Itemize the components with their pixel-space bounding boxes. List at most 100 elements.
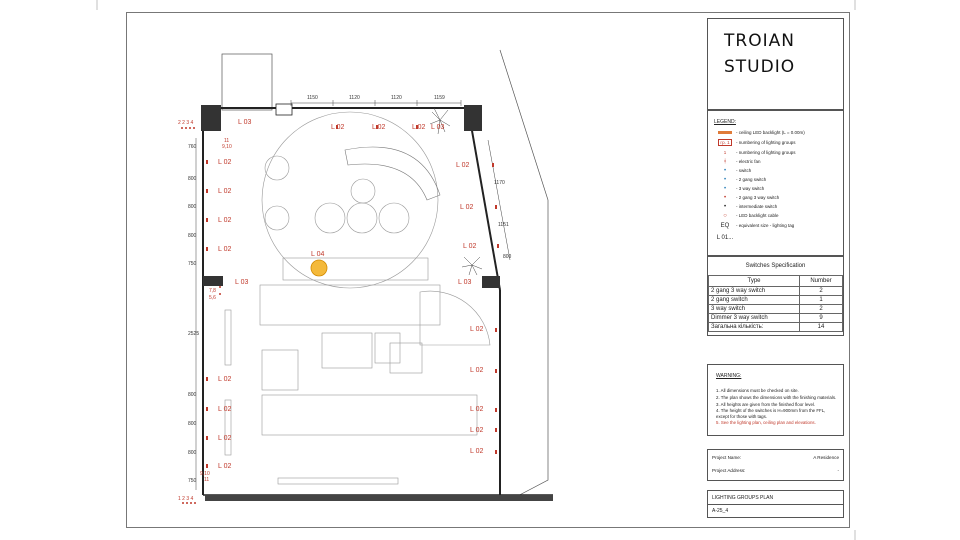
warning-line: 4. The height of the switches is H=900mm… [716,408,826,413]
top-dim-2: 1120 [349,95,360,101]
warning-line: 3. All heights are given from the finish… [716,402,816,407]
label-l02-right-1: L 02 [456,162,469,169]
column-tl [201,105,221,131]
spec-col-type: Type [708,275,800,287]
column-mr [482,276,500,288]
l01-icon: L 01... [716,234,734,241]
label-l02-top-1: L 02 [331,124,344,131]
label-l02-bottom-left-2: L 02 [218,406,231,413]
tag-bottom-left-c: 1 2 3 4 [178,496,194,502]
project-name-row: Project Name: A Residence [712,455,839,460]
project-name-value: A Residence [813,455,839,460]
tag-bottom-left-b: 11 [204,477,209,483]
warning-line: except for those with tags. [716,414,768,419]
tag-top-left-c: 9,10 [222,144,232,150]
legend-item: EQ - equivalent size - lighting tag [714,221,842,230]
legend-item: L 01... [714,233,842,242]
label-l02-top-3: L 02 [412,124,425,131]
top-dim-3: 1120 [391,95,402,101]
walls [202,107,553,501]
label-l02-right-lower-5: L 02 [470,448,483,455]
sheet-title: LIGHTING GROUPS PLAN [712,495,774,501]
pendant-light-l04 [310,259,328,277]
left-dim-2: 800 [188,176,197,182]
studio-name-line2: STUDIO [724,57,796,77]
two-gang-switch-icon: • [723,176,727,183]
studio-title-box: TROIAN STUDIO [707,18,844,110]
switches-specification: Switches Specification Type Number 2 gan… [707,256,844,336]
drawing-sheet-border [126,12,850,528]
label-l02-bottom-left-3: L 02 [218,435,231,442]
label-l03-mid-left: L 03 [235,279,248,286]
warning-note: 5. See the lighting plan, ceiling plan a… [716,420,816,425]
column-tr [464,105,482,131]
window-frame-top [275,103,293,116]
tag-bottom-left-a: 9,10 [200,471,210,477]
plant-icon [429,107,483,276]
left-dim-10: 750 [188,478,197,484]
electrical-markers [181,125,499,504]
right-dimension-line [487,139,511,261]
legend-item: - ceiling LED backlight (L = 0.00m) [714,128,842,137]
label-l02-top-2: L 02 [372,124,385,131]
balcony-outline [221,53,273,111]
project-name-label: Project Name: [712,455,742,460]
left-dim-9: 800 [188,450,197,456]
left-dim-7: 800 [188,392,197,398]
warning-line: 1. All dimensions must be checked on sit… [716,388,799,393]
led-cable-icon: ○ [723,212,727,219]
project-address-row: Project Address: - [712,468,839,473]
legend-title: LEGEND: [714,119,736,125]
legend-item: ᚼ - electric fan [714,157,842,166]
label-l03-top-right: L 03 [431,124,444,131]
two-gang-three-way-switch-icon: • [723,194,727,201]
legend-item: • - intermediate switch [714,202,842,211]
label-l03-mid-right: L 03 [458,279,471,286]
tag-top-left-a: 2 2 3 4 [178,120,194,126]
legend-item: ○ - LED backlight cable [714,211,842,220]
project-info-box: Project Name: A Residence Project Addres… [707,449,844,481]
led-strip-icon [714,131,736,134]
tag-mid-left-a: 7,8 [209,288,216,294]
right-dim-3: 800 [503,254,512,260]
label-l02-right-2: L 02 [460,204,473,211]
left-dim-1: 760 [188,144,197,150]
left-dim-4: 800 [188,233,197,239]
tag-mid-left-b: 5,6 [209,295,216,301]
label-l03-top-left: L 03 [238,119,251,126]
switch-icon: • [723,167,727,174]
label-l02-bottom-left-4: L 02 [218,463,231,470]
label-l04: L 04 [311,251,324,258]
group-number-icon: гр. 1 [718,139,732,146]
right-dim-1: 1170 [494,180,505,186]
furniture [224,111,491,485]
table-row: Type Number [708,275,843,287]
top-dim-4: 1159 [434,95,445,101]
left-dim-6: 2525 [188,331,199,337]
legend-item: • - 3 way switch [714,184,842,193]
eq-icon: EQ [720,222,730,229]
legend-item: 1 - numbering of lighting groups [714,148,842,157]
three-way-switch-icon: • [723,185,727,192]
label-l02-left-4: L 02 [218,246,231,253]
spec-col-number: Number [799,275,843,287]
label-l02-right-lower-1: L 02 [470,326,483,333]
intermediate-switch-icon: • [723,203,727,210]
left-dim-5: 750 [188,261,197,267]
warning-title: WARNING: [716,373,742,379]
label-l02-bottom-left-1: L 02 [218,376,231,383]
right-dim-2: 1151 [498,222,509,228]
top-dim-1: 1150 [307,95,318,101]
site-boundary-line [499,49,549,501]
warning-box: WARNING: 1. All dimensions must be check… [707,364,844,436]
label-l02-left-1: L 02 [218,159,231,166]
left-dim-3: 800 [188,204,197,210]
project-address-value: - [837,468,839,473]
label-l02-right-lower-4: L 02 [470,427,483,434]
label-l02-right-3: L 02 [463,243,476,250]
sheet-code: A-25_4 [712,508,729,514]
tag-top-left-b: 11 [224,138,229,144]
